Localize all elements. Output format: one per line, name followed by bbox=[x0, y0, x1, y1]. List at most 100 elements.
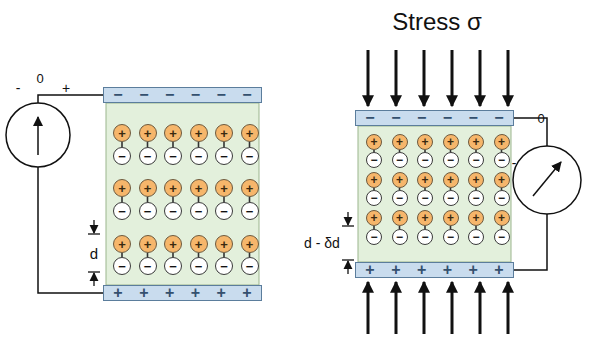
charge-sign: + bbox=[220, 238, 228, 251]
charge-sign: + bbox=[246, 127, 254, 140]
negative-charge: − bbox=[443, 190, 459, 206]
positive-charge: + bbox=[190, 124, 208, 142]
electrode-plate: − − − − − − bbox=[103, 87, 262, 103]
positive-charge: + bbox=[164, 235, 182, 253]
negative-charge: − bbox=[139, 202, 157, 220]
charge-sign: − bbox=[472, 192, 479, 204]
negative-charge: − bbox=[139, 257, 157, 275]
charge-sign: − bbox=[118, 150, 126, 163]
positive-charge: + bbox=[443, 134, 459, 150]
positive-charge: + bbox=[494, 172, 510, 188]
charge-sign: − bbox=[169, 205, 177, 218]
source-circuit bbox=[6, 95, 103, 293]
charge-sign: + bbox=[220, 182, 228, 195]
dimension-label: d - δd bbox=[304, 236, 340, 250]
charge-sign: − bbox=[195, 260, 203, 273]
positive-charge: + bbox=[241, 124, 259, 142]
charge-sign: − bbox=[144, 150, 152, 163]
charge-sign: + bbox=[472, 174, 479, 186]
charge-sign: + bbox=[118, 127, 126, 140]
charge-sign: + bbox=[370, 174, 377, 186]
positive-charge: + bbox=[113, 124, 131, 142]
terminal-sign: - bbox=[16, 81, 21, 95]
positive-charge: + bbox=[241, 235, 259, 253]
positive-charge: + bbox=[392, 210, 408, 226]
charge-sign: + bbox=[370, 136, 377, 148]
plate-charges: − − − − − − bbox=[365, 109, 503, 127]
charge-sign: − bbox=[447, 192, 454, 204]
positive-charge: + bbox=[190, 235, 208, 253]
charge-sign: − bbox=[421, 192, 428, 204]
charge-sign: − bbox=[370, 231, 377, 243]
charge-sign: − bbox=[118, 205, 126, 218]
stress-title: Stress σ bbox=[392, 10, 482, 34]
positive-charge: + bbox=[494, 210, 510, 226]
negative-charge: − bbox=[366, 229, 382, 245]
meter-reading: 0 bbox=[537, 112, 544, 125]
negative-charge: − bbox=[215, 257, 233, 275]
charge-sign: + bbox=[396, 212, 403, 224]
charge-sign: − bbox=[220, 260, 228, 273]
electrode-plate: − − − − − − bbox=[355, 110, 514, 126]
positive-charge: + bbox=[417, 210, 433, 226]
charge-sign: + bbox=[118, 182, 126, 195]
negative-charge: − bbox=[494, 190, 510, 206]
charge-sign: + bbox=[195, 182, 203, 195]
positive-charge: + bbox=[417, 172, 433, 188]
charge-sign: − bbox=[472, 154, 479, 166]
plate-charges: + + + + + + bbox=[365, 261, 503, 279]
dimension-label: d bbox=[90, 246, 98, 261]
charge-sign: + bbox=[220, 127, 228, 140]
negative-charge: − bbox=[392, 152, 408, 168]
charge-sign: − bbox=[447, 231, 454, 243]
charge-sign: + bbox=[169, 238, 177, 251]
charge-sign: − bbox=[195, 205, 203, 218]
negative-charge: − bbox=[113, 257, 131, 275]
negative-charge: − bbox=[392, 229, 408, 245]
positive-charge: + bbox=[139, 179, 157, 197]
positive-charge: + bbox=[139, 124, 157, 142]
negative-charge: − bbox=[215, 202, 233, 220]
positive-charge: + bbox=[215, 235, 233, 253]
charge-sign: + bbox=[144, 238, 152, 251]
charge-sign: + bbox=[246, 238, 254, 251]
positive-charge: + bbox=[494, 134, 510, 150]
charge-sign: + bbox=[396, 174, 403, 186]
negative-charge: − bbox=[164, 257, 182, 275]
negative-charge: − bbox=[417, 229, 433, 245]
charge-sign: − bbox=[396, 192, 403, 204]
charge-sign: + bbox=[421, 212, 428, 224]
negative-charge: − bbox=[417, 190, 433, 206]
positive-charge: + bbox=[468, 172, 484, 188]
negative-charge: − bbox=[190, 202, 208, 220]
charge-sign: − bbox=[118, 260, 126, 273]
charge-sign: + bbox=[447, 136, 454, 148]
charge-sign: − bbox=[169, 150, 177, 163]
plate-charges: + + + + + + bbox=[113, 284, 251, 302]
positive-charge: + bbox=[417, 134, 433, 150]
positive-charge: + bbox=[164, 124, 182, 142]
positive-charge: + bbox=[392, 134, 408, 150]
meter-reading: 0 bbox=[36, 72, 43, 85]
negative-charge: − bbox=[190, 147, 208, 165]
negative-charge: − bbox=[468, 190, 484, 206]
negative-charge: − bbox=[417, 152, 433, 168]
charge-sign: + bbox=[118, 238, 126, 251]
dimension-marks bbox=[88, 212, 354, 286]
positive-charge: + bbox=[215, 124, 233, 142]
charge-sign: − bbox=[220, 150, 228, 163]
charge-sign: + bbox=[421, 136, 428, 148]
charge-sign: + bbox=[195, 127, 203, 140]
charge-sign: − bbox=[498, 231, 505, 243]
negative-charge: − bbox=[392, 190, 408, 206]
negative-charge: − bbox=[494, 229, 510, 245]
charge-sign: + bbox=[472, 212, 479, 224]
voltmeter-circuit bbox=[513, 118, 581, 270]
charge-sign: − bbox=[144, 205, 152, 218]
crystal-body bbox=[358, 126, 511, 262]
charge-sign: − bbox=[246, 260, 254, 273]
positive-charge: + bbox=[443, 210, 459, 226]
negative-charge: − bbox=[190, 257, 208, 275]
charge-sign: + bbox=[498, 212, 505, 224]
